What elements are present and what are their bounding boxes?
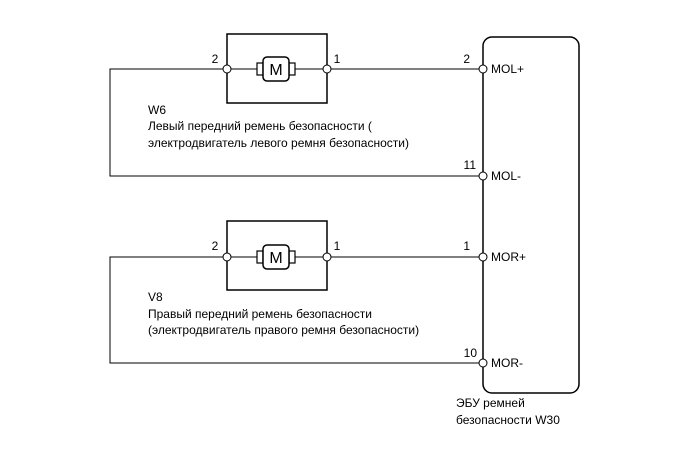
motor-right-name-line2: (электродвигатель правого ремня безопасн… xyxy=(148,323,419,337)
ecu-terminal: 2 MOL+ xyxy=(463,52,524,76)
ecu-terminal-pin: 10 xyxy=(464,346,478,360)
motor-left-pin-b: 1 xyxy=(334,52,341,66)
ecu-box xyxy=(482,36,580,394)
motor-right-symbol: M xyxy=(269,250,282,267)
dc-motor-icon: M xyxy=(256,244,296,270)
motor-right-pin-a: 2 xyxy=(212,239,219,253)
connector-pin-icon xyxy=(322,252,332,262)
wire-mor-minus xyxy=(109,256,483,364)
connector-pin-icon xyxy=(478,252,488,262)
ecu-terminal: 1 MOR+ xyxy=(463,239,526,264)
wire-mol-minus xyxy=(109,68,483,177)
connector-pin-icon xyxy=(478,358,488,368)
connector-pin-icon xyxy=(222,252,232,262)
motor-left-name-line2: электродвигатель левого ремня безопаснос… xyxy=(148,136,409,150)
ecu-terminal-name: MOL+ xyxy=(491,62,524,76)
ecu-terminal-pin: 11 xyxy=(464,158,477,172)
connector-pin-icon xyxy=(322,64,332,74)
motor-left-pin-a: 2 xyxy=(212,52,219,66)
motor-right-name-line1: Правый передний ремень безопасности xyxy=(148,307,372,321)
connector-pin-icon xyxy=(478,171,488,181)
connector-pin-icon xyxy=(222,64,232,74)
motor-left-name-line1: Левый передний ремень безопасности ( xyxy=(148,119,372,133)
motor-left-code: W6 xyxy=(148,103,166,117)
ecu-terminal: 10 MOR- xyxy=(464,346,523,370)
motor-right-pin-b: 1 xyxy=(334,239,341,253)
dc-motor-icon: M xyxy=(256,56,296,82)
ecu-terminal-pin: 1 xyxy=(463,239,470,253)
ecu-label-line2: безопасности W30 xyxy=(456,413,560,427)
ecu-terminal-name: MOR+ xyxy=(491,250,526,264)
ecu-label-line1: ЭБУ ремней xyxy=(456,396,525,410)
motor-right-code: V8 xyxy=(148,290,163,304)
motor-left-symbol: M xyxy=(269,62,282,79)
ecu-terminal-name: MOR- xyxy=(491,356,523,370)
ecu-terminal: 11 MOL- xyxy=(464,158,521,183)
ecu-terminal-pin: 2 xyxy=(463,52,470,66)
connector-pin-icon xyxy=(478,64,488,74)
ecu-terminal-name: MOL- xyxy=(491,169,521,183)
